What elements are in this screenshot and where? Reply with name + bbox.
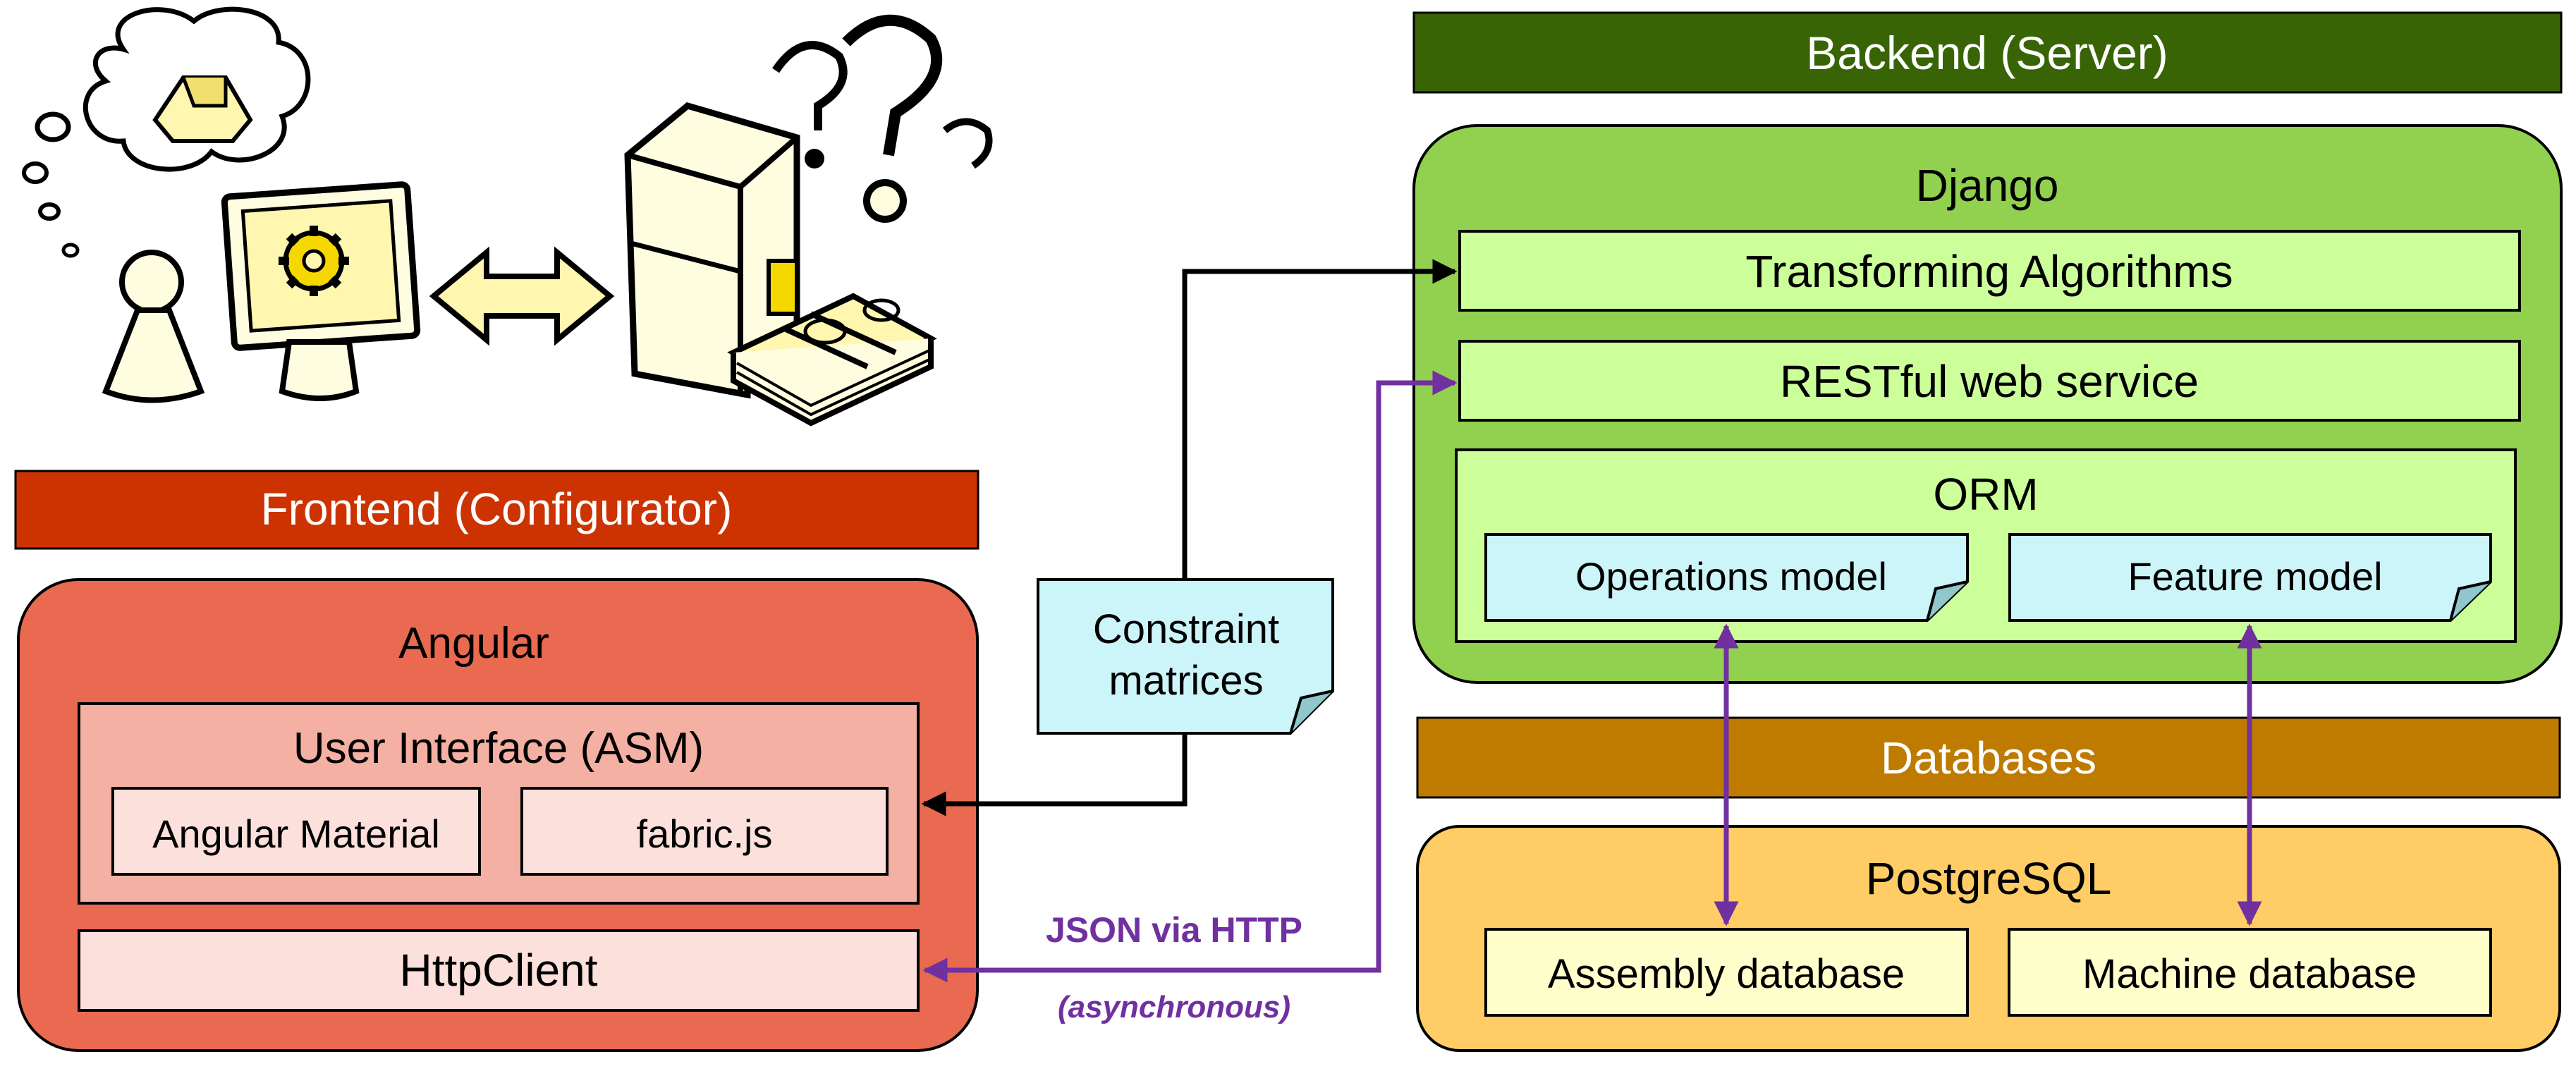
operations-model-note xyxy=(1484,533,1969,622)
http-client-box xyxy=(78,929,920,1012)
backend-header-bar xyxy=(1412,11,2563,94)
user-interface-label: User Interface (ASM) xyxy=(293,724,704,773)
money-stack-icon xyxy=(727,293,937,427)
assembly-database-box xyxy=(1484,928,1969,1017)
angular-material-box xyxy=(111,787,481,876)
thought-bubble xyxy=(22,6,311,258)
databases-header-label: Databases xyxy=(1881,733,2096,783)
databases-section: Databases PostgreSQL Assembly database M… xyxy=(1416,716,2561,1052)
configurator-monitor-icon xyxy=(221,181,421,401)
angular-label: Angular xyxy=(398,619,549,668)
assembly-database-label: Assembly database xyxy=(1548,951,1905,997)
frontend-header-bar xyxy=(14,470,979,550)
machine-database-label: Machine database xyxy=(2082,951,2417,997)
frontend-header-label: Frontend (Configurator) xyxy=(261,484,733,534)
asynchronous-label: (asynchronous) xyxy=(1058,990,1290,1024)
backend-section: Backend (Server) Django Transforming Alg… xyxy=(1412,11,2563,684)
feature-model-label: Feature model xyxy=(2128,554,2382,599)
http-client-label: HttpClient xyxy=(400,945,598,996)
operations-model-label: Operations model xyxy=(1575,554,1887,599)
databases-header-bar xyxy=(1416,716,2561,799)
configurator-illustration xyxy=(22,6,993,427)
constraint-matrices-line2: matrices xyxy=(1109,658,1263,704)
constraint-matrices-line1: Constraint xyxy=(1093,606,1279,652)
fabric-js-box xyxy=(520,787,889,876)
json-via-http-label: JSON via HTTP xyxy=(1046,910,1302,950)
restful-web-service-box xyxy=(1458,340,2521,422)
transforming-algorithms-label: Transforming Algorithms xyxy=(1745,246,2233,297)
restful-web-service-label: RESTful web service xyxy=(1780,356,2199,407)
postgresql-label: PostgreSQL xyxy=(1866,853,2112,904)
frontend-section: Frontend (Configurator) Angular User Int… xyxy=(14,470,979,1052)
user-figure-icon xyxy=(102,250,205,403)
backend-header-label: Backend (Server) xyxy=(1806,27,2168,79)
constraint-matrices-note xyxy=(1037,578,1334,735)
transforming-algorithms-box xyxy=(1458,230,2521,312)
json-http-arrow xyxy=(922,370,1458,983)
angular-material-label: Angular Material xyxy=(152,812,440,856)
double-arrow-icon xyxy=(429,246,615,346)
orm-label: ORM xyxy=(1933,469,2038,520)
connectors: Constraint matrices JSON via HTTP (async… xyxy=(921,259,2262,1024)
machine-database-box xyxy=(2008,928,2492,1017)
fabric-js-label: fabric.js xyxy=(637,812,773,856)
feature-model-note xyxy=(2008,533,2492,622)
django-label: Django xyxy=(1916,160,2059,211)
